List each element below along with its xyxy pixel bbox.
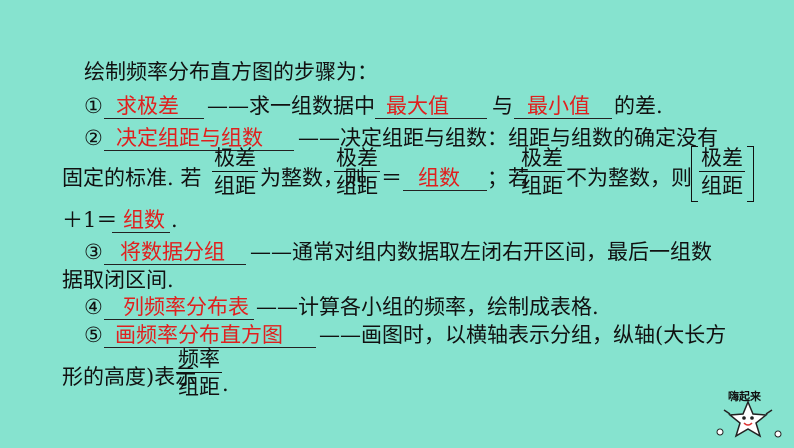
step5-line2-end: .	[222, 372, 229, 396]
fraction-bar	[176, 372, 222, 373]
fraction-denominator: 组距	[521, 174, 563, 198]
fraction-numerator: 极差	[336, 146, 378, 170]
fraction-denominator: 组距	[178, 375, 220, 399]
fraction-bar	[334, 171, 380, 172]
step1-answer2: 最大值	[386, 94, 449, 118]
step1-number: ①	[84, 94, 103, 118]
step2-blank3-line	[112, 232, 170, 233]
step2-line2-text-c: ；若	[487, 166, 529, 190]
step2-number: ②	[84, 126, 103, 150]
left-floor-bracket	[691, 146, 698, 202]
step2-line2-text-d: 不为整数，则	[566, 166, 692, 190]
step4-text: ——计算各小组的频率，绘制成表格.	[256, 295, 599, 319]
step2-blank2-line	[403, 190, 487, 191]
step1-blank2-line	[375, 118, 487, 119]
step2-blank-line	[104, 150, 294, 151]
page-title: 绘制频率分布直方图的步骤为：	[84, 60, 378, 84]
step2-line3-end: .	[171, 208, 178, 232]
step4-blank-line	[104, 319, 254, 320]
step3-number: ③	[84, 240, 103, 264]
fraction-numerator: 频率	[178, 347, 220, 371]
step3-answer: 将数据分组	[120, 240, 225, 264]
step5-number: ⑤	[84, 323, 103, 347]
fraction-denominator: 组距	[701, 174, 743, 198]
step2-line3-text: ＋1＝	[62, 208, 118, 232]
step1-blank-line	[104, 118, 204, 119]
step3-blank-line	[104, 264, 246, 265]
fraction-bar	[699, 171, 745, 172]
fraction-denominator: 组距	[336, 174, 378, 198]
right-floor-bracket	[747, 146, 754, 202]
step1-answer3: 最小值	[527, 94, 590, 118]
step3-line2: 据取闭区间.	[62, 268, 174, 292]
step1-text: ——求一组数据中	[207, 94, 375, 118]
equals-sign: ＝	[381, 166, 402, 190]
step2-answer2: 组数	[418, 166, 460, 190]
step1-answer: 求极差	[116, 94, 179, 118]
step2-line2-text: 固定的标准. 若	[62, 166, 202, 190]
fraction-range-over-width-3: 极差 组距	[519, 146, 565, 198]
fraction-denominator: 组距	[214, 174, 256, 198]
step5-text: ——画图时，以横轴表示分组，纵轴(大长方	[319, 323, 727, 347]
step2-answer3: 组数	[123, 208, 165, 232]
fraction-range-over-width-bracketed: 极差 组距	[699, 146, 745, 198]
fraction-numerator: 极差	[521, 146, 563, 170]
fraction-numerator: 极差	[214, 146, 256, 170]
step4-number: ④	[84, 295, 103, 319]
step5-answer: 画频率分布直方图	[115, 323, 283, 347]
fraction-range-over-width: 极差 组距	[212, 146, 258, 198]
step4-answer: 列频率分布表	[123, 295, 249, 319]
step3-text: ——通常对组内数据取左闭右开区间，最后一组数	[250, 240, 712, 264]
step5-blank-line	[104, 347, 316, 348]
step2-answer: 决定组距与组数	[116, 126, 263, 150]
fraction-range-over-width-2: 极差 组距	[334, 146, 380, 198]
step2-line2-text-b: 为整数，则	[260, 166, 365, 190]
mascot-label: 嗨起来	[728, 390, 761, 403]
step1-and: 与	[492, 94, 513, 118]
fraction-bar	[212, 171, 258, 172]
step1-tail: 的差.	[614, 94, 663, 118]
step1-blank3-line	[514, 118, 612, 119]
fraction-numerator: 极差	[701, 146, 743, 170]
step5-line2: 形的高度)表示	[62, 365, 197, 389]
cartoon-star-mascot-icon: 嗨起来	[706, 388, 790, 444]
fraction-bar	[519, 171, 565, 172]
step2-text: ——决定组距与组数：组距与组数的确定没有	[298, 126, 718, 150]
fraction-frequency-over-width: 频率 组距	[176, 347, 222, 399]
